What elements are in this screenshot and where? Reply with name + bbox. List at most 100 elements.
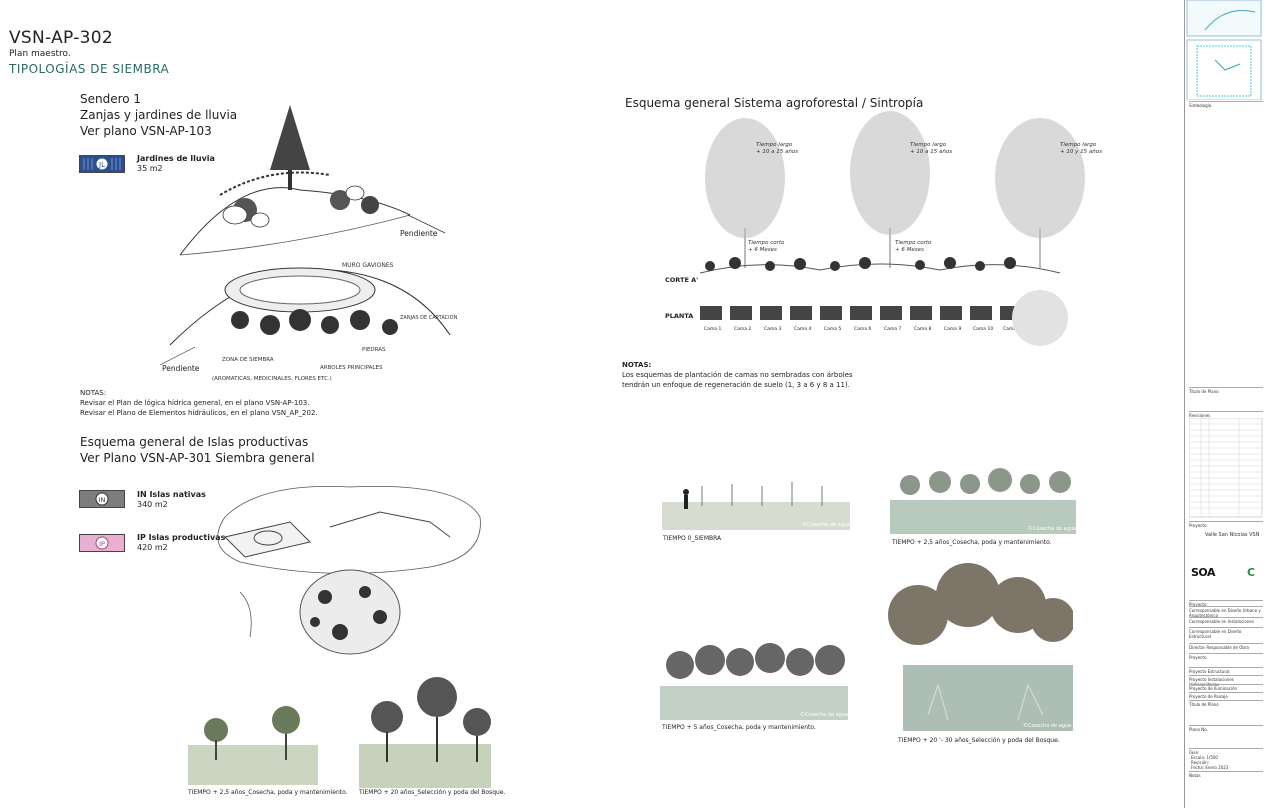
- watermark-5: ©Cosecha de agua: [800, 711, 848, 718]
- rain-garden-sketch: Pendiente Pendiente MURO GAVIONES ZONA D…: [159, 105, 458, 382]
- legend-in-swatch: IN: [79, 490, 125, 508]
- watermark-0: ©Cosecha de agua: [802, 521, 850, 528]
- islas-time-25-image: [188, 706, 318, 785]
- sb-row-5: Proyecto: [1189, 653, 1263, 660]
- agro-largo-3: Tiempo largo: [1060, 142, 1097, 148]
- agro-note-1: Los esquemas de plantación de camas no s…: [622, 371, 853, 379]
- legend-in-area: 340 m2: [137, 500, 168, 509]
- muro-label: MURO GAVIONES: [342, 262, 394, 269]
- tiempo-0-caption: TIEMPO 0_SIEMBRA: [663, 535, 722, 542]
- zona-desc-label: (AROMATICAS, MEDICINALES, FLORES ETC.): [212, 376, 332, 382]
- legend-in: IN Islas nativas 340 m2: [137, 490, 206, 510]
- cama-10: Cama 10: [973, 326, 993, 332]
- in-pattern-icon: IN: [80, 491, 124, 507]
- sb-row-9: Proyecto de Paisaje: [1189, 692, 1263, 699]
- tiempo-25-image: ©Cosecha de agua: [890, 468, 1076, 534]
- plan-title: TIPOLOGÍAS DE SIEMBRA: [9, 62, 170, 76]
- legend-jl-area: 35 m2: [137, 164, 163, 173]
- sendero-notes-title: NOTAS:: [80, 389, 107, 397]
- sendero-note-1: Revisar el Plan de lógica hídrica genera…: [80, 399, 310, 407]
- agro-notes: NOTAS: Los esquemas de plantación de cam…: [622, 360, 853, 390]
- ip-code: IP: [99, 540, 105, 548]
- cama-4: Cama 4: [794, 326, 811, 332]
- watermark-25: ©Cosecha de agua: [1028, 525, 1076, 532]
- agro-corto-1b: + 6 Meses: [748, 247, 777, 253]
- jl-code: JL: [98, 161, 105, 169]
- islas-sketch: [217, 486, 481, 655]
- islas-cap-20: TIEMPO + 20 años_Selección y poda del Bo…: [359, 789, 506, 796]
- legend-ip: IP Islas productivas 420 m2: [137, 533, 225, 553]
- sb-revisiones: Revisiones: [1189, 411, 1263, 418]
- c-logo-icon: C: [1247, 566, 1256, 579]
- agro-largo-1: Tiempo largo: [756, 142, 793, 148]
- agro-corto-2: Tiempo corto: [895, 240, 932, 246]
- sb-fase: Fase:: [1189, 748, 1263, 755]
- sendero-line1: Sendero 1: [80, 92, 142, 106]
- planta-label: PLANTA: [665, 312, 693, 320]
- cama-1: Cama 1: [704, 326, 721, 332]
- legend-ip-area: 420 m2: [137, 543, 168, 552]
- cama-7: Cama 7: [884, 326, 901, 332]
- sb-notas: Notas: [1189, 771, 1263, 778]
- tiempo-25-caption: TIEMPO + 2,5 años_Cosecha, poda y manten…: [892, 539, 1052, 546]
- agro-largo-2: Tiempo largo: [910, 142, 947, 148]
- agro-largo-2b: + 10 a 15 años: [910, 149, 952, 155]
- zanjas-label: ZANJAS DE CAPTACION: [400, 315, 458, 321]
- sb-row-3: Corresponsable en Diseño Estructural: [1189, 627, 1263, 639]
- tiempo-20-image: ©Cosecha de agua: [888, 563, 1073, 731]
- legend-ip-name: IP Islas productivas: [137, 533, 226, 542]
- ip-pattern-icon: IP: [80, 535, 124, 551]
- cama-11: Cama 11: [1003, 326, 1023, 332]
- sb-proyecto-label: Proyecto: [1189, 521, 1263, 528]
- pendiente-label-2: Pendiente: [162, 364, 200, 373]
- agro-title: Esquema general Sistema agroforestal / S…: [625, 96, 924, 110]
- sendero-title: Sendero 1 Zanjas y jardines de lluvia Ve…: [80, 91, 237, 139]
- legend-jl: Jardines de lluvia 35 m2: [137, 154, 215, 174]
- plan-code: VSN-AP-302: [9, 28, 113, 48]
- piedras-label: PIEDRAS: [362, 347, 386, 353]
- location-map-icon: [1186, 0, 1262, 101]
- cama-6: Cama 6: [854, 326, 871, 332]
- tiempo-0-image: ©Cosecha de agua: [662, 482, 850, 530]
- sb-row-0: Proyecto: [1189, 600, 1263, 607]
- sb-proyecto-name: Valle San Nicolas VSN: [1205, 532, 1260, 538]
- cama-9: Cama 9: [944, 326, 961, 332]
- sb-plano-no: Plano No.: [1189, 725, 1263, 732]
- legend-jl-swatch: JL: [79, 155, 125, 173]
- islas-time-20-image: [359, 677, 491, 788]
- sendero-notes: NOTAS: Revisar el Plan de lógica hídrica…: [80, 388, 318, 418]
- arboles-label: ARBOLES PRINCIPALES: [320, 365, 383, 371]
- in-code: IN: [99, 496, 106, 504]
- sb-revision: Revisión:: [1191, 760, 1210, 765]
- cama-2: Cama 2: [734, 326, 751, 332]
- tiempo-5-caption: TIEMPO + 5 años_Cosecha, poda y mantenim…: [662, 724, 816, 731]
- tiempo-5-image: ©Cosecha de agua: [660, 643, 848, 720]
- sendero-note-2: Revisar el Plano de Elementos hidráulico…: [80, 409, 318, 417]
- sb-simbologia: Simbología: [1189, 101, 1263, 108]
- islas-title: Esquema general de Islas productivas Ver…: [80, 434, 315, 466]
- sendero-line2: Zanjas y jardines de lluvia: [80, 108, 238, 122]
- plan-subtitle: Plan maestro.: [9, 49, 71, 59]
- revisions-table: [1189, 418, 1263, 518]
- sb-fecha: Fecha: Enero 2023: [1191, 765, 1229, 770]
- title-block-sidebar: Simbología Titulo de Plano Revisiones Pr…: [1184, 0, 1265, 808]
- legend-jl-name: Jardines de lluvia: [137, 154, 215, 163]
- legend-ip-swatch: IP: [79, 534, 125, 552]
- agro-corto-2b: + 6 Meses: [895, 247, 924, 253]
- tiempo-20-caption: TIEMPO + 20 '- 30 años_Selección y poda …: [898, 737, 1060, 744]
- islas-line2: Ver Plano VSN-AP-301 Siembra general: [80, 451, 315, 465]
- jl-pattern-icon: JL: [80, 156, 124, 172]
- camas-labels: Cama 1 Cama 2 Cama 3 Cama 4 Cama 5 Cama …: [704, 326, 1023, 332]
- agroforestal-sketch: Tiempo largo + 10 a 15 años Tiempo largo…: [665, 111, 1102, 346]
- watermark-20: ©Cosecha de agua: [1023, 722, 1071, 729]
- sb-row-2: Corresponsable en Instalaciones: [1189, 617, 1263, 624]
- sb-row-1: Corresponsable en Diseño Urbano y Arquit…: [1189, 606, 1263, 618]
- sb-escala: Escala: 1/500: [1191, 755, 1218, 760]
- sb-logo: SOA: [1191, 566, 1216, 579]
- islas-cap-25: TIEMPO + 2,5 años_Cosecha, poda y manten…: [188, 789, 348, 796]
- sb-titulo-plano: Titulo de Plano: [1189, 387, 1263, 394]
- cama-8: Cama 8: [914, 326, 931, 332]
- sb-row-4: Director Responsable de Obra: [1189, 643, 1263, 650]
- corte-label: CORTE A': [665, 276, 698, 284]
- agro-largo-3b: + 10 y 15 años: [1060, 149, 1102, 155]
